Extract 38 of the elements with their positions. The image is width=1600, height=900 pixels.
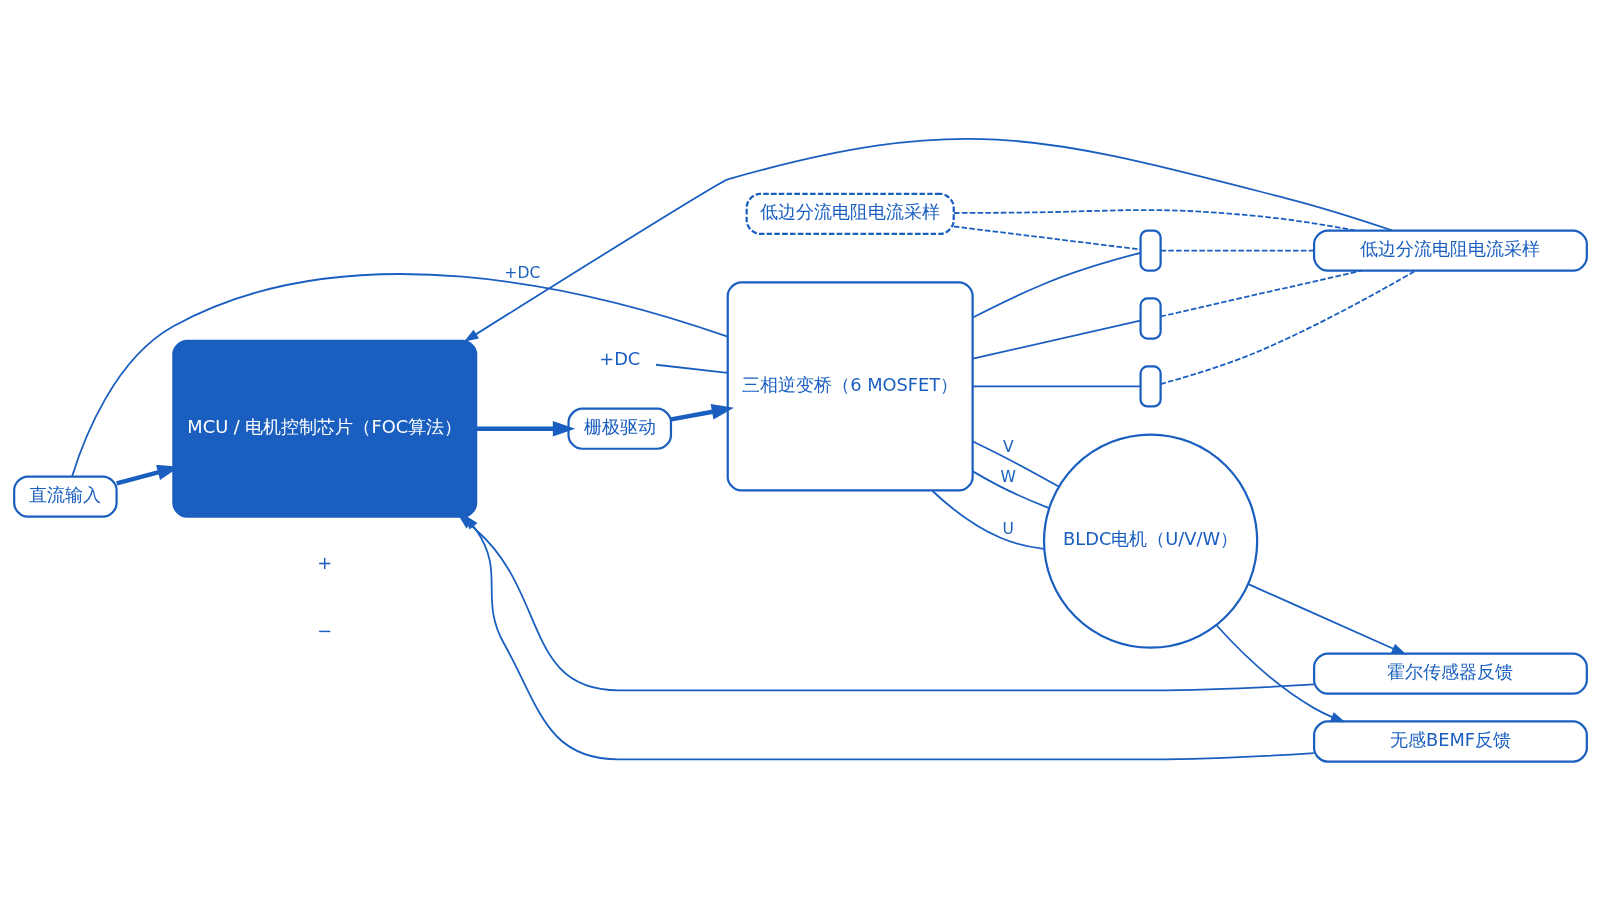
node-box: 无感BEMF反馈 <box>1312 720 1588 763</box>
connector <box>971 470 1050 510</box>
arrow <box>463 137 1393 342</box>
connector <box>1159 249 1315 252</box>
connector <box>70 273 729 478</box>
node-box: 三相逆变桥（6 MOSFET） <box>726 281 974 492</box>
arrow <box>476 420 575 437</box>
node-box: MCU / 电机控制芯片（FOC算法） <box>171 339 477 518</box>
node-box <box>1138 365 1162 408</box>
label: + <box>316 551 332 573</box>
connector <box>952 209 1356 232</box>
connector <box>971 319 1141 360</box>
arrow <box>463 514 1315 761</box>
connector <box>1159 269 1416 385</box>
arrow <box>1215 624 1345 723</box>
node-box <box>1138 229 1162 272</box>
edge-label: +DC <box>503 263 540 282</box>
node-box <box>1138 297 1162 340</box>
node-circle: BLDC电机（U/V/W） <box>1042 433 1258 649</box>
arrow <box>670 404 734 422</box>
edge-label: V <box>1002 438 1014 457</box>
node-box: 低边分流电阻电流采样 <box>1312 229 1588 272</box>
connector <box>952 225 1141 251</box>
connector <box>654 363 729 374</box>
label: − <box>316 619 332 641</box>
node-text: +DC <box>598 348 640 370</box>
connector <box>1159 269 1362 318</box>
connector <box>930 489 1045 550</box>
connector <box>971 385 1141 388</box>
edge-label: U <box>1002 519 1014 538</box>
node-box: 霍尔传感器反馈 <box>1312 652 1588 695</box>
arrow <box>1246 583 1406 655</box>
node-box: 低边分流电阻电流采样 <box>745 192 955 235</box>
connector <box>971 440 1059 488</box>
connector <box>971 251 1141 319</box>
edge-label: W <box>1000 468 1016 487</box>
node-box: 栅极驱动 <box>566 407 672 450</box>
node-box: 直流输入 <box>12 475 118 518</box>
